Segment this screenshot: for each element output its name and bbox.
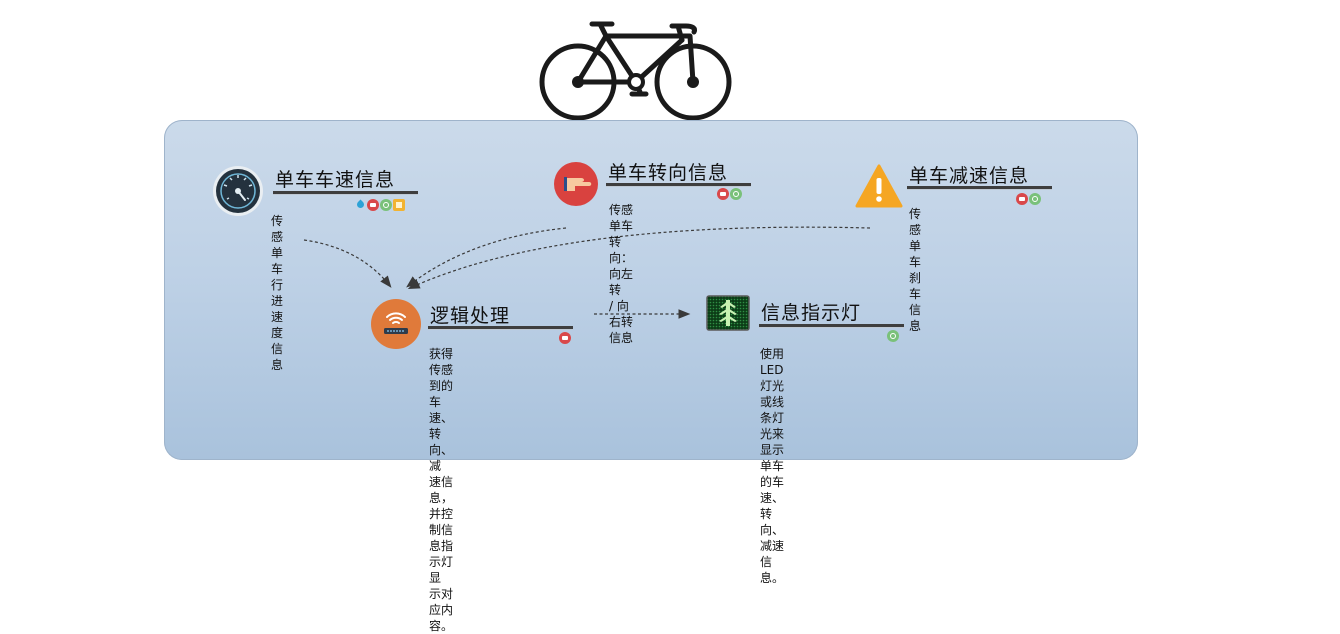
brake-badges <box>1016 193 1041 205</box>
speed-rule <box>273 191 418 195</box>
light-desc: 使用LED灯光或线条灯 光来显示单车的车速、 转向、减速信息。 <box>760 346 784 586</box>
speed-badges <box>354 199 405 211</box>
logic-desc-line: 获得传感到的车速、转向、减 <box>429 347 454 473</box>
gear-icon <box>380 199 392 211</box>
logic-desc-line: 示对应内容。 <box>429 587 454 633</box>
logic-desc-line: 速信息，并控制信息指示灯显 <box>429 475 454 585</box>
light-badges <box>887 330 899 342</box>
gear-icon <box>887 330 899 342</box>
light-rule <box>759 324 904 328</box>
bicycle-icon <box>539 21 732 121</box>
speed-desc: 传感单车行进速度信息 <box>271 214 284 372</box>
light-desc-line: 使用LED灯光或线条灯 <box>760 347 785 425</box>
logic-badges <box>559 332 571 344</box>
flag-icon <box>559 332 571 344</box>
turn-desc-line: / 向右转信息 <box>609 299 634 345</box>
brake-rule <box>907 186 1052 190</box>
speed-title: 单车车速信息 <box>275 169 396 191</box>
router-icon <box>371 299 421 349</box>
gear-icon <box>730 188 742 200</box>
speedometer-icon <box>213 166 263 216</box>
turn-desc-line: 传感单车转向：向左转 <box>609 203 634 297</box>
pointing-hand-icon <box>554 162 598 206</box>
logic-rule <box>428 326 573 330</box>
flag-icon <box>717 188 729 200</box>
logic-desc: 获得传感到的车速、转向、减 速信息，并控制信息指示灯显 示对应内容。 <box>429 346 453 634</box>
drop-icon <box>354 199 366 211</box>
light-desc-line: 转向、减速信息。 <box>760 507 785 585</box>
turn-rule <box>606 183 751 187</box>
warning-icon <box>855 164 903 208</box>
light-desc-line: 光来显示单车的车速、 <box>760 427 785 505</box>
gear-icon <box>1029 193 1041 205</box>
led-panel-icon <box>706 295 750 331</box>
brake-desc: 传感单车刹车信息 <box>909 207 922 333</box>
light-title: 信息指示灯 <box>761 302 862 324</box>
diagram-panel <box>164 120 1138 460</box>
flag-icon <box>367 199 379 211</box>
logic-title: 逻辑处理 <box>430 305 511 327</box>
note-icon <box>393 199 405 211</box>
turn-title: 单车转向信息 <box>608 162 729 184</box>
flag-icon <box>1016 193 1028 205</box>
brake-title: 单车减速信息 <box>909 165 1030 187</box>
turn-desc: 传感单车转向：向左转 / 向右转信息 <box>609 202 633 346</box>
turn-badges <box>717 188 742 200</box>
